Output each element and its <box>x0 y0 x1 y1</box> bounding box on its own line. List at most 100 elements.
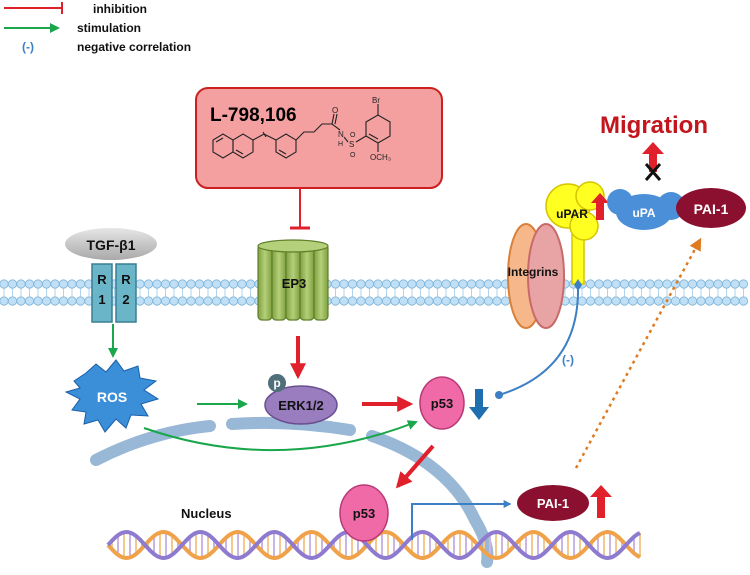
lipid-head <box>203 296 213 306</box>
chem-h: H <box>338 141 343 148</box>
lipid-head <box>390 296 400 306</box>
receptor-1-bottom-label: 1 <box>98 292 105 307</box>
lipid-head <box>653 296 664 306</box>
ep3-receptor <box>257 239 329 321</box>
lipid-head <box>33 296 43 306</box>
pai1-up-arrow <box>590 485 612 518</box>
lipid-head <box>415 296 426 306</box>
lipid-head <box>696 296 706 306</box>
upar-up-arrow <box>591 193 609 220</box>
lipid-head <box>662 279 672 289</box>
lipid-head <box>483 279 494 289</box>
lipid-head <box>220 279 230 289</box>
chem-o2: O <box>350 132 356 139</box>
lipid-head <box>415 279 426 289</box>
lipid-head <box>143 296 154 306</box>
p53-cytoplasm-label: p53 <box>431 396 453 411</box>
tgf-receptor-2 <box>115 263 137 323</box>
lipid-head <box>186 279 196 289</box>
lipid-head <box>381 279 392 289</box>
lipid-head <box>585 279 596 289</box>
lipid-head <box>135 296 145 306</box>
lipid-head <box>135 279 145 289</box>
upar-negative-link-end <box>574 279 582 291</box>
inhibition-legend-symbol <box>4 2 63 14</box>
lipid-head <box>628 296 638 306</box>
lipid-head <box>50 279 60 289</box>
lipid-head <box>160 296 171 306</box>
upa-label: uPA <box>632 206 655 220</box>
upar-receptor <box>545 181 605 285</box>
chem-och3: OCH₃ <box>370 153 391 162</box>
pai1-expression-label: PAI-1 <box>537 496 569 511</box>
lipid-head <box>152 296 162 306</box>
lipid-head <box>364 296 375 306</box>
lipid-head <box>152 279 162 289</box>
lipid-head <box>160 279 171 289</box>
lipid-head <box>356 296 366 306</box>
chem-o1: O <box>332 106 338 115</box>
lipid-head <box>713 296 723 306</box>
lipid-head <box>475 279 485 289</box>
migration-up-arrow <box>642 142 664 172</box>
lipid-head <box>7 296 18 306</box>
lipid-head <box>441 279 451 289</box>
lipid-head <box>449 296 460 306</box>
lipid-head <box>449 279 460 289</box>
lipid-head <box>636 279 647 289</box>
chem-br: Br <box>372 96 380 105</box>
legend: inhibition stimulation (-) negative corr… <box>4 2 191 54</box>
erk12-label: ERK1/2 <box>278 398 324 413</box>
lipid-head <box>67 296 77 306</box>
lipid-head <box>424 279 434 289</box>
lipid-head <box>203 279 213 289</box>
lipid-head <box>330 279 341 289</box>
integrins <box>507 223 565 329</box>
lipid-head <box>730 279 740 289</box>
ros-label: ROS <box>97 389 127 405</box>
pai1-membrane-label: PAI-1 <box>694 201 729 217</box>
lipid-head <box>169 296 179 306</box>
tgf-beta1-label: TGF-β1 <box>87 237 136 253</box>
compound-box: L-798,106 Br O N H <box>195 87 443 189</box>
p53-negative-link-end <box>495 391 503 399</box>
lipid-head <box>432 279 443 289</box>
lipid-head <box>594 279 604 289</box>
lipid-head <box>653 279 664 289</box>
lipid-head <box>492 296 502 306</box>
lipid-head <box>194 296 205 306</box>
lipid-head <box>594 296 604 306</box>
chem-s: S <box>349 140 354 149</box>
pai1-transcription-arrow <box>411 500 512 540</box>
upa-protein <box>607 189 685 230</box>
lipid-head <box>0 279 9 289</box>
tgf-beta1-ligand <box>65 228 157 260</box>
lipid-head <box>7 279 18 289</box>
phospho-label: p <box>273 376 280 390</box>
lipid-head <box>347 279 358 289</box>
p53-cytoplasm-node <box>419 376 465 430</box>
lipid-head <box>373 279 383 289</box>
pai1-secretion-arrow <box>574 237 702 469</box>
lipid-head <box>636 296 647 306</box>
lipid-head <box>441 296 451 306</box>
legend-negative-label: negative correlation <box>77 40 191 54</box>
legend-stimulation-label: stimulation <box>77 21 141 35</box>
lipid-head <box>407 279 417 289</box>
lipid-head <box>577 296 587 306</box>
lipid-head <box>75 279 86 289</box>
lipid-head <box>611 279 621 289</box>
lipid-head <box>50 296 60 306</box>
lipid-head <box>58 279 69 289</box>
erk12-node <box>264 385 338 425</box>
p53-nucleus-label: p53 <box>353 506 375 521</box>
nucleus-label: Nucleus <box>181 506 232 521</box>
pai1-expression-node <box>517 485 589 521</box>
lipid-head <box>390 279 400 289</box>
lipid-head <box>679 279 689 289</box>
lipid-head <box>177 296 188 306</box>
lipid-head <box>398 296 409 306</box>
lipid-head <box>75 296 86 306</box>
lipid-head <box>330 296 341 306</box>
